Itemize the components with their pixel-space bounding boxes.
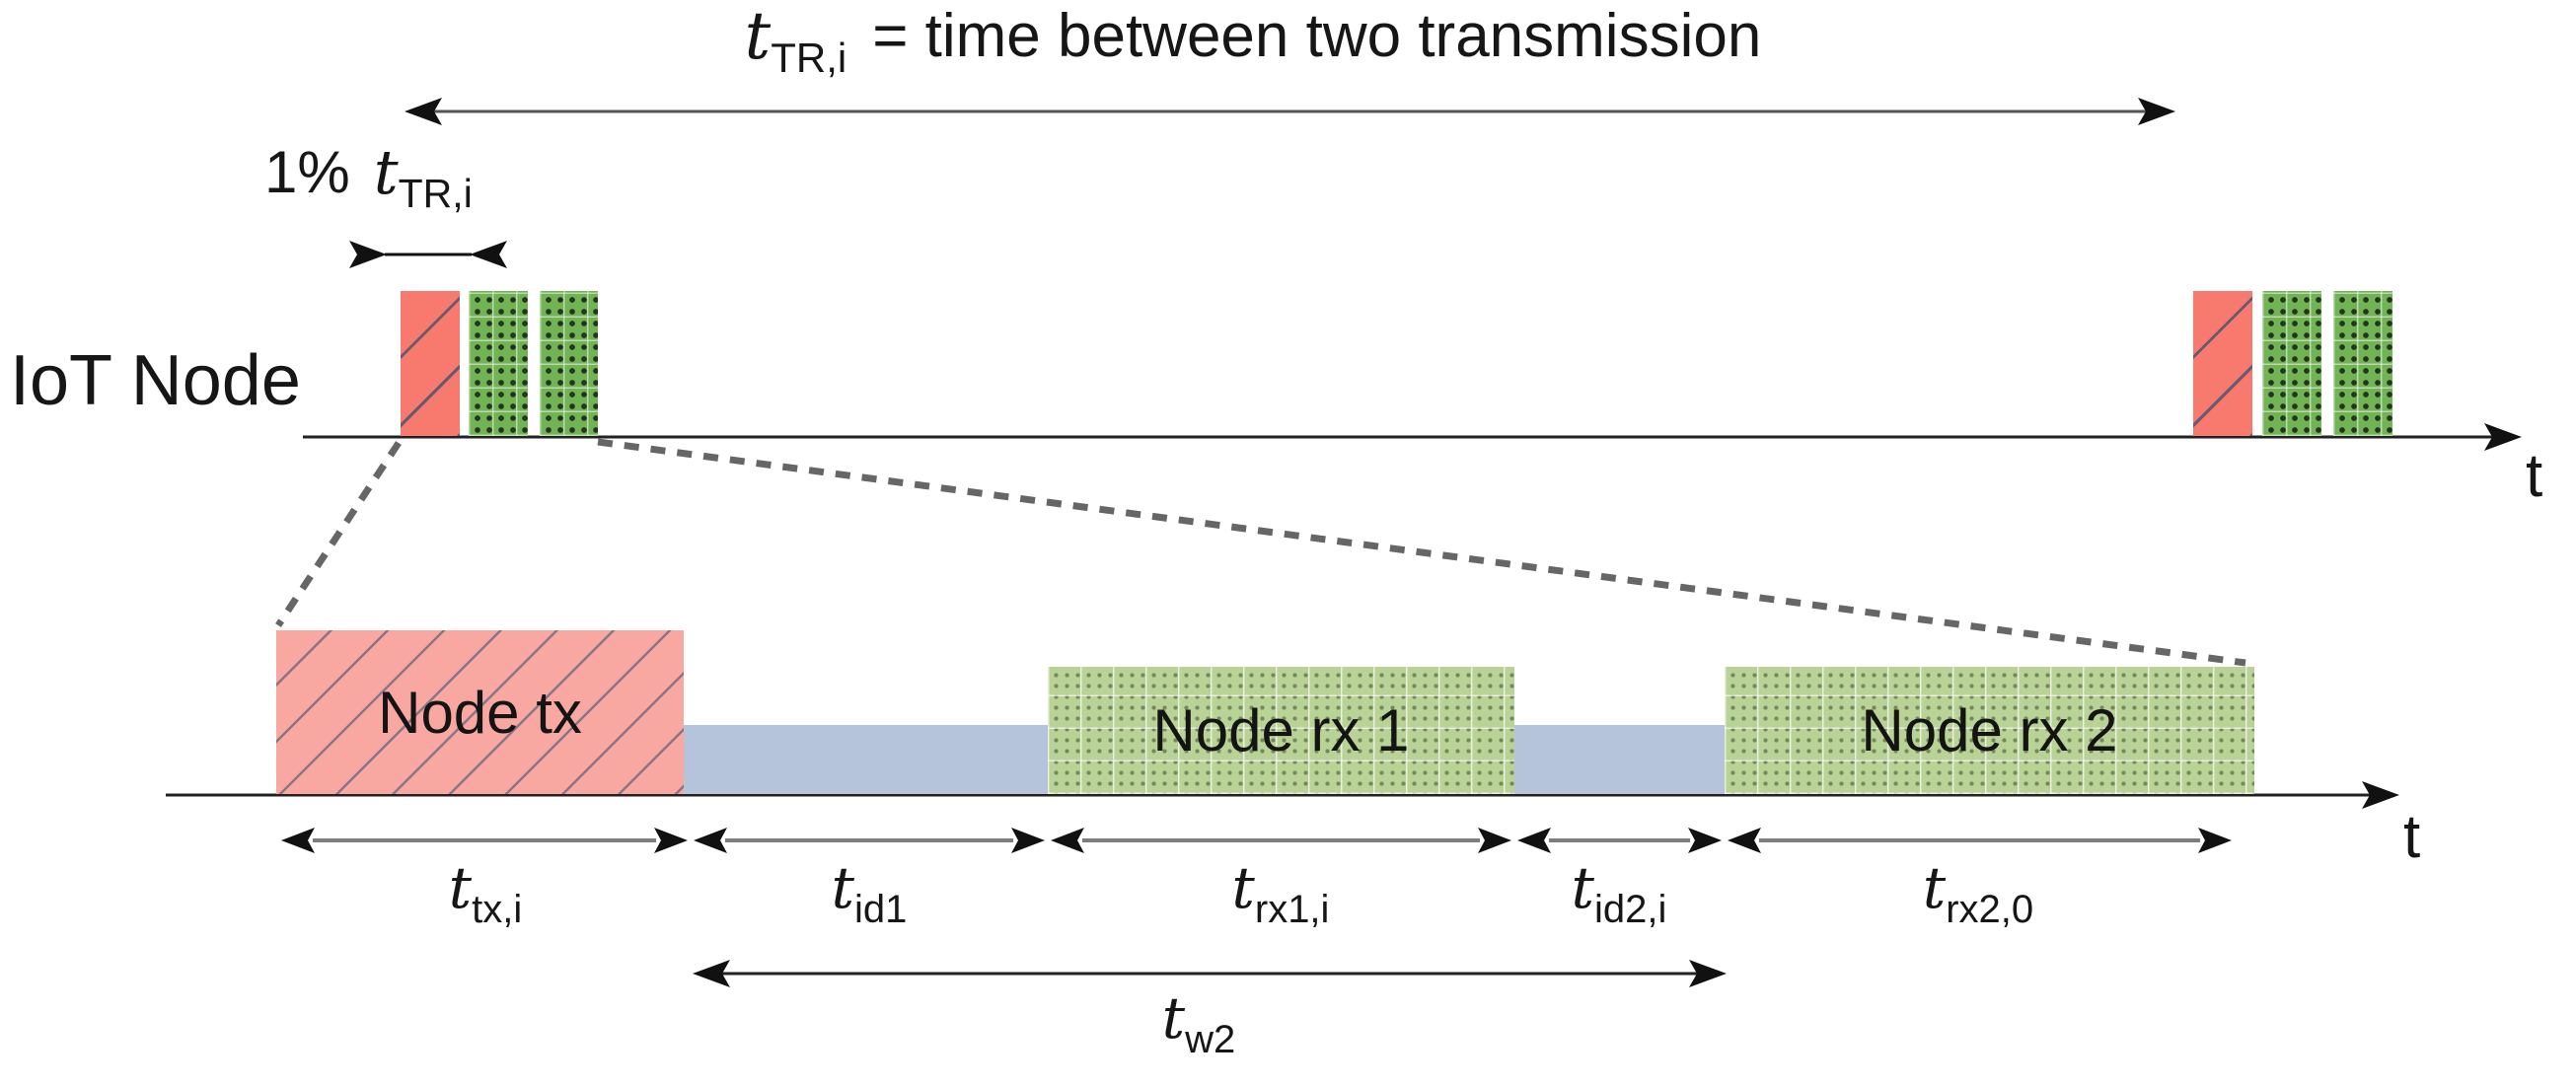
duration-sub: w2 [1185, 1018, 1236, 1061]
duration-sub: id1 [853, 888, 908, 931]
duty-variable: t [373, 136, 399, 208]
duration-sub: rx2,0 [1946, 888, 2034, 931]
idle2-block [1514, 725, 1725, 794]
timeline-top [303, 423, 2522, 451]
duty-percent: 1% [264, 139, 350, 205]
node-tx-label: Node tx [378, 679, 582, 746]
duty-subscript: TR, [398, 171, 464, 216]
rx1-burst-block-next [2262, 291, 2321, 436]
duration-sub: rx1, [1254, 888, 1321, 931]
tx-burst-block-next [2193, 291, 2252, 436]
duration-var: t [1571, 854, 1594, 921]
title-variable: t [744, 0, 772, 74]
duration-dimension-arrows [281, 828, 2232, 853]
duration-sub: id2, [1593, 888, 1658, 931]
duration-sub-index: i [1657, 888, 1667, 931]
duration-sub: tx, [472, 888, 514, 931]
title-subscript-index: i [837, 35, 847, 81]
duration-var: t [831, 854, 854, 921]
rx2-burst-block-next [2333, 291, 2392, 436]
node-rx2-label: Node rx 2 [1861, 697, 2118, 763]
node-rx1-block: Node rx 1 [1048, 667, 1514, 794]
node-tx-block: Node tx [276, 630, 684, 794]
duty-span-arrow [349, 241, 507, 268]
duration-var: t [1231, 854, 1255, 921]
time-axis-label-top: t [2526, 442, 2543, 510]
rx1-burst-block [469, 291, 528, 436]
node-rx2-block: Node rx 2 [1725, 667, 2254, 794]
duration-sub-index: i [1320, 888, 1330, 931]
duration-var: t [1922, 854, 1947, 921]
ttr-span-arrow [405, 98, 2175, 125]
title-text: = time between two transmission [872, 2, 1762, 70]
rx2-burst-block [540, 291, 598, 436]
iot-node-label: IoT Node [10, 341, 301, 420]
idle1-block [684, 725, 1048, 794]
duty-subscript-index: i [463, 171, 473, 216]
duration-sub-index: i [513, 888, 523, 931]
duration-var: t [448, 854, 473, 921]
tx-burst-block [401, 291, 460, 436]
duration-var: t [1161, 984, 1186, 1051]
time-axis-label-bottom: t [2403, 803, 2421, 871]
w2-span-arrow [693, 960, 1727, 987]
node-rx1-label: Node rx 1 [1152, 697, 1410, 763]
title-subscript: TR, [771, 35, 838, 81]
